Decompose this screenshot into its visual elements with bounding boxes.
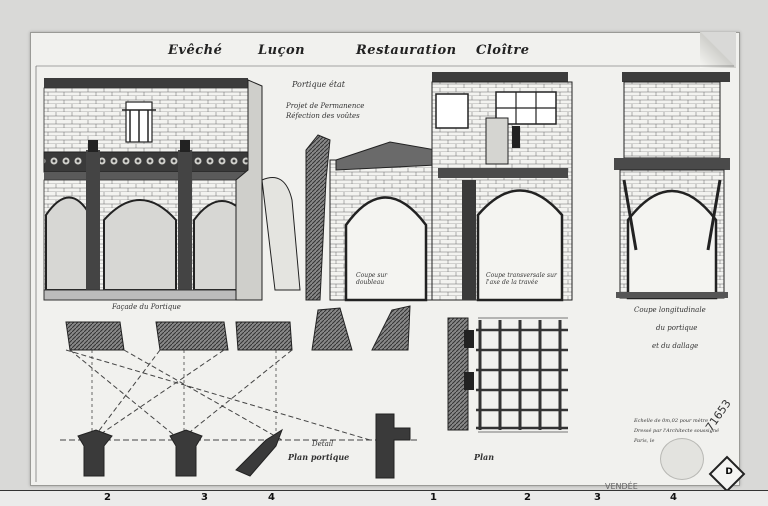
coupe-doubleau	[305, 134, 439, 302]
label-coupe-doubleau: Coupe sur doubleau	[356, 272, 388, 286]
label-coupe-longitudinale-3: et du dallage	[652, 342, 699, 350]
folded-corner	[700, 32, 736, 68]
label-echelle-2: Dressé par l'Architecte soussigné	[634, 428, 720, 434]
label-coupe-longitudinale-1: Coupe longitudinale	[634, 306, 706, 314]
title-cloitre: Cloître	[476, 43, 530, 58]
coupe-longitudinale	[614, 72, 730, 300]
label-plan: Plan	[474, 452, 495, 462]
label-projet: Projet de Permanence	[286, 102, 365, 110]
title-lucon: Luçon	[258, 43, 306, 58]
ruler-number: 2	[104, 492, 111, 503]
ruler-number: 3	[594, 492, 601, 503]
scale-ruler	[0, 490, 768, 506]
label-plan-portique: Plan portique	[288, 452, 350, 462]
plan-grid	[447, 317, 568, 433]
label-vendee: VENDÉE	[605, 482, 638, 491]
plan-portique	[60, 305, 420, 479]
archive-stamp	[660, 438, 704, 480]
label-portique-etat: Portique état	[292, 80, 345, 89]
ruler-number: 4	[670, 492, 677, 503]
coupe-transversale	[431, 72, 573, 302]
ruler-number: 3	[201, 492, 208, 503]
ruler-number: 4	[268, 492, 275, 503]
ruler-number: 2	[524, 492, 531, 503]
label-facade: Façade du Portique	[112, 303, 181, 311]
ruler-number: 1	[430, 492, 437, 503]
label-echelle-3: Paris, le	[634, 438, 655, 444]
title-restauration: Restauration	[356, 43, 457, 58]
badge-letter: D	[725, 466, 733, 477]
label-refection: Réfection des voûtes	[286, 112, 360, 120]
label-echelle-1: Echelle de 0m,02 pour mètre	[634, 418, 709, 424]
title-eveche: Evêché	[168, 43, 223, 58]
label-coupe-transversale: Coupe transversale sur l'axe de la travé…	[486, 272, 557, 286]
facade-portique	[43, 78, 301, 301]
label-detail: Détail	[312, 440, 334, 448]
label-coupe-longitudinale-2: du portique	[656, 324, 698, 332]
